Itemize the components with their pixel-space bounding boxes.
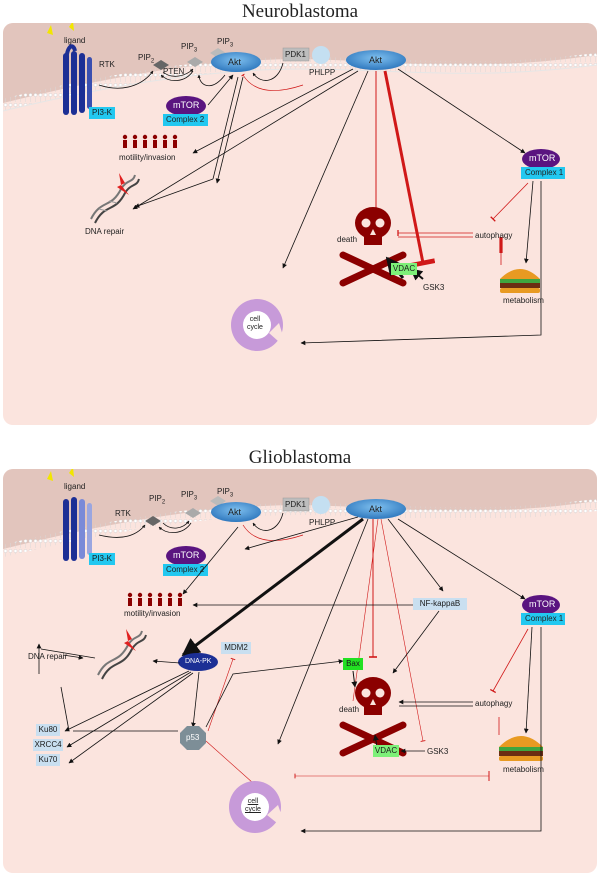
ku70-box: Ku70 — [36, 754, 60, 766]
akt-oval-2 — [346, 499, 406, 519]
pip2-label: PIP2 — [149, 494, 166, 506]
autophagy-label: autophagy — [475, 231, 513, 240]
mtor1-oval — [522, 595, 560, 615]
ligand-label: ligand — [64, 36, 86, 45]
motility-label: motility/invasion — [119, 153, 176, 162]
glioblastoma-title: Glioblastoma — [248, 447, 352, 468]
mtor1-oval — [522, 149, 560, 169]
rtk-label: RTK — [99, 60, 115, 69]
metabolism-label: metabolism — [503, 765, 544, 774]
autophagy-label: autophagy — [475, 699, 513, 708]
mtor1-label: mTOR — [529, 599, 556, 609]
phlpp-label: PHLPP — [309, 68, 336, 77]
lipid-bilayer — [3, 53, 597, 111]
membrane-top — [3, 23, 597, 103]
death-label: death — [337, 235, 358, 244]
vdac-box: VDAC — [373, 745, 399, 757]
pdk1-box-shape — [282, 497, 310, 512]
akt-oval-1 — [211, 52, 261, 72]
gsk3-label: GSK3 — [423, 283, 445, 292]
akt-label-2: Akt — [369, 55, 383, 65]
death-label: death — [339, 705, 360, 714]
dna-repair-label: DNA repair — [85, 227, 125, 236]
nfkb-box: NF-kappaB — [413, 598, 467, 610]
ligand-label: ligand — [64, 482, 86, 491]
complex1-box — [521, 613, 565, 625]
pip3-diamond — [187, 57, 203, 67]
death-skull — [339, 677, 407, 757]
dna-helix — [97, 629, 147, 680]
complex1-label: Complex 1 — [525, 168, 564, 177]
complex2-box — [163, 114, 208, 126]
akt-label-1: Akt — [228, 57, 242, 67]
rtk-receptor — [47, 469, 92, 561]
pten-label: PTEN — [163, 67, 185, 76]
glioblastoma-panel: ligand RTK PI3-K PIP2 PIP3 PIP3 Akt PDK1… — [3, 469, 597, 873]
rtk-receptor — [47, 23, 92, 115]
dna-repair-label: DNA repair — [28, 652, 68, 661]
p53-octagon — [180, 726, 206, 750]
complex2-label: Complex 2 — [166, 565, 205, 574]
pdk1-label: PDK1 — [285, 500, 306, 509]
pip3-label-2: PIP3 — [217, 487, 234, 499]
rtk-label: RTK — [115, 509, 131, 518]
p53-label: p53 — [186, 733, 200, 742]
phlpp-circle — [312, 496, 330, 514]
pip3-diamond — [185, 508, 201, 518]
akt-label-1: Akt — [228, 507, 242, 517]
neuroblastoma-title: Neuroblastoma — [241, 1, 359, 22]
cell-cycle-icon — [231, 299, 287, 351]
gsk3-label: GSK3 — [427, 747, 449, 756]
pdk1-box-shape — [282, 47, 310, 62]
dna-helix — [90, 173, 140, 224]
pip2-label: PIP2 — [138, 53, 155, 65]
mtor2-label: mTOR — [173, 550, 200, 560]
phlpp-circle — [312, 46, 330, 64]
mtor2-oval — [166, 96, 206, 116]
dnapk-oval — [178, 653, 218, 671]
complex2-label: Complex 2 — [166, 115, 205, 124]
glioblastoma-diagram — [3, 469, 597, 834]
complex1-label: Complex 1 — [525, 614, 564, 623]
mtor2-oval — [166, 546, 206, 566]
complex1-box — [521, 167, 565, 179]
membrane-top — [3, 469, 597, 549]
mdm2-box: MDM2 — [221, 642, 251, 654]
ku80-box: Ku80 — [36, 724, 60, 736]
metabolism-label: metabolism — [503, 296, 544, 305]
metabolism-burger — [499, 736, 543, 761]
vdac-box: VDAC — [391, 263, 417, 275]
pip2-diamond — [145, 516, 161, 526]
neuroblastoma-panel: ligand RTK PI3-K PIP2 PTEN PIP3 PIP3 Akt… — [3, 23, 597, 425]
pi3k-box: PI3-K — [89, 107, 115, 119]
metabolism-burger — [500, 269, 540, 293]
mtor1-label: mTOR — [529, 153, 556, 163]
pip2-diamond — [153, 60, 169, 70]
mtor2-label: mTOR — [173, 100, 200, 110]
motility-figures — [122, 134, 178, 148]
complex2-box — [163, 564, 208, 576]
pip3-label: PIP3 — [181, 490, 198, 502]
pip3-label-2: PIP3 — [217, 37, 234, 49]
neuroblastoma-diagram — [3, 23, 597, 351]
akt-oval-2 — [346, 50, 406, 70]
bax-box: Bax — [343, 658, 363, 670]
phlpp-label: PHLPP — [309, 518, 336, 527]
motility-label: motility/invasion — [124, 609, 181, 618]
dnapk-label: DNA-PK — [185, 658, 212, 665]
xrcc4-box: XRCC4 — [33, 739, 63, 751]
pip3-label: PIP3 — [181, 42, 198, 54]
akt-label-2: Akt — [369, 504, 383, 514]
pip3-diamond-2 — [210, 496, 226, 506]
akt-oval-1 — [211, 502, 261, 522]
cell-cycle-icon — [229, 781, 287, 833]
pdk1-label: PDK1 — [285, 50, 306, 59]
pi3k-box: PI3-K — [89, 553, 115, 565]
motility-figures — [127, 592, 183, 606]
